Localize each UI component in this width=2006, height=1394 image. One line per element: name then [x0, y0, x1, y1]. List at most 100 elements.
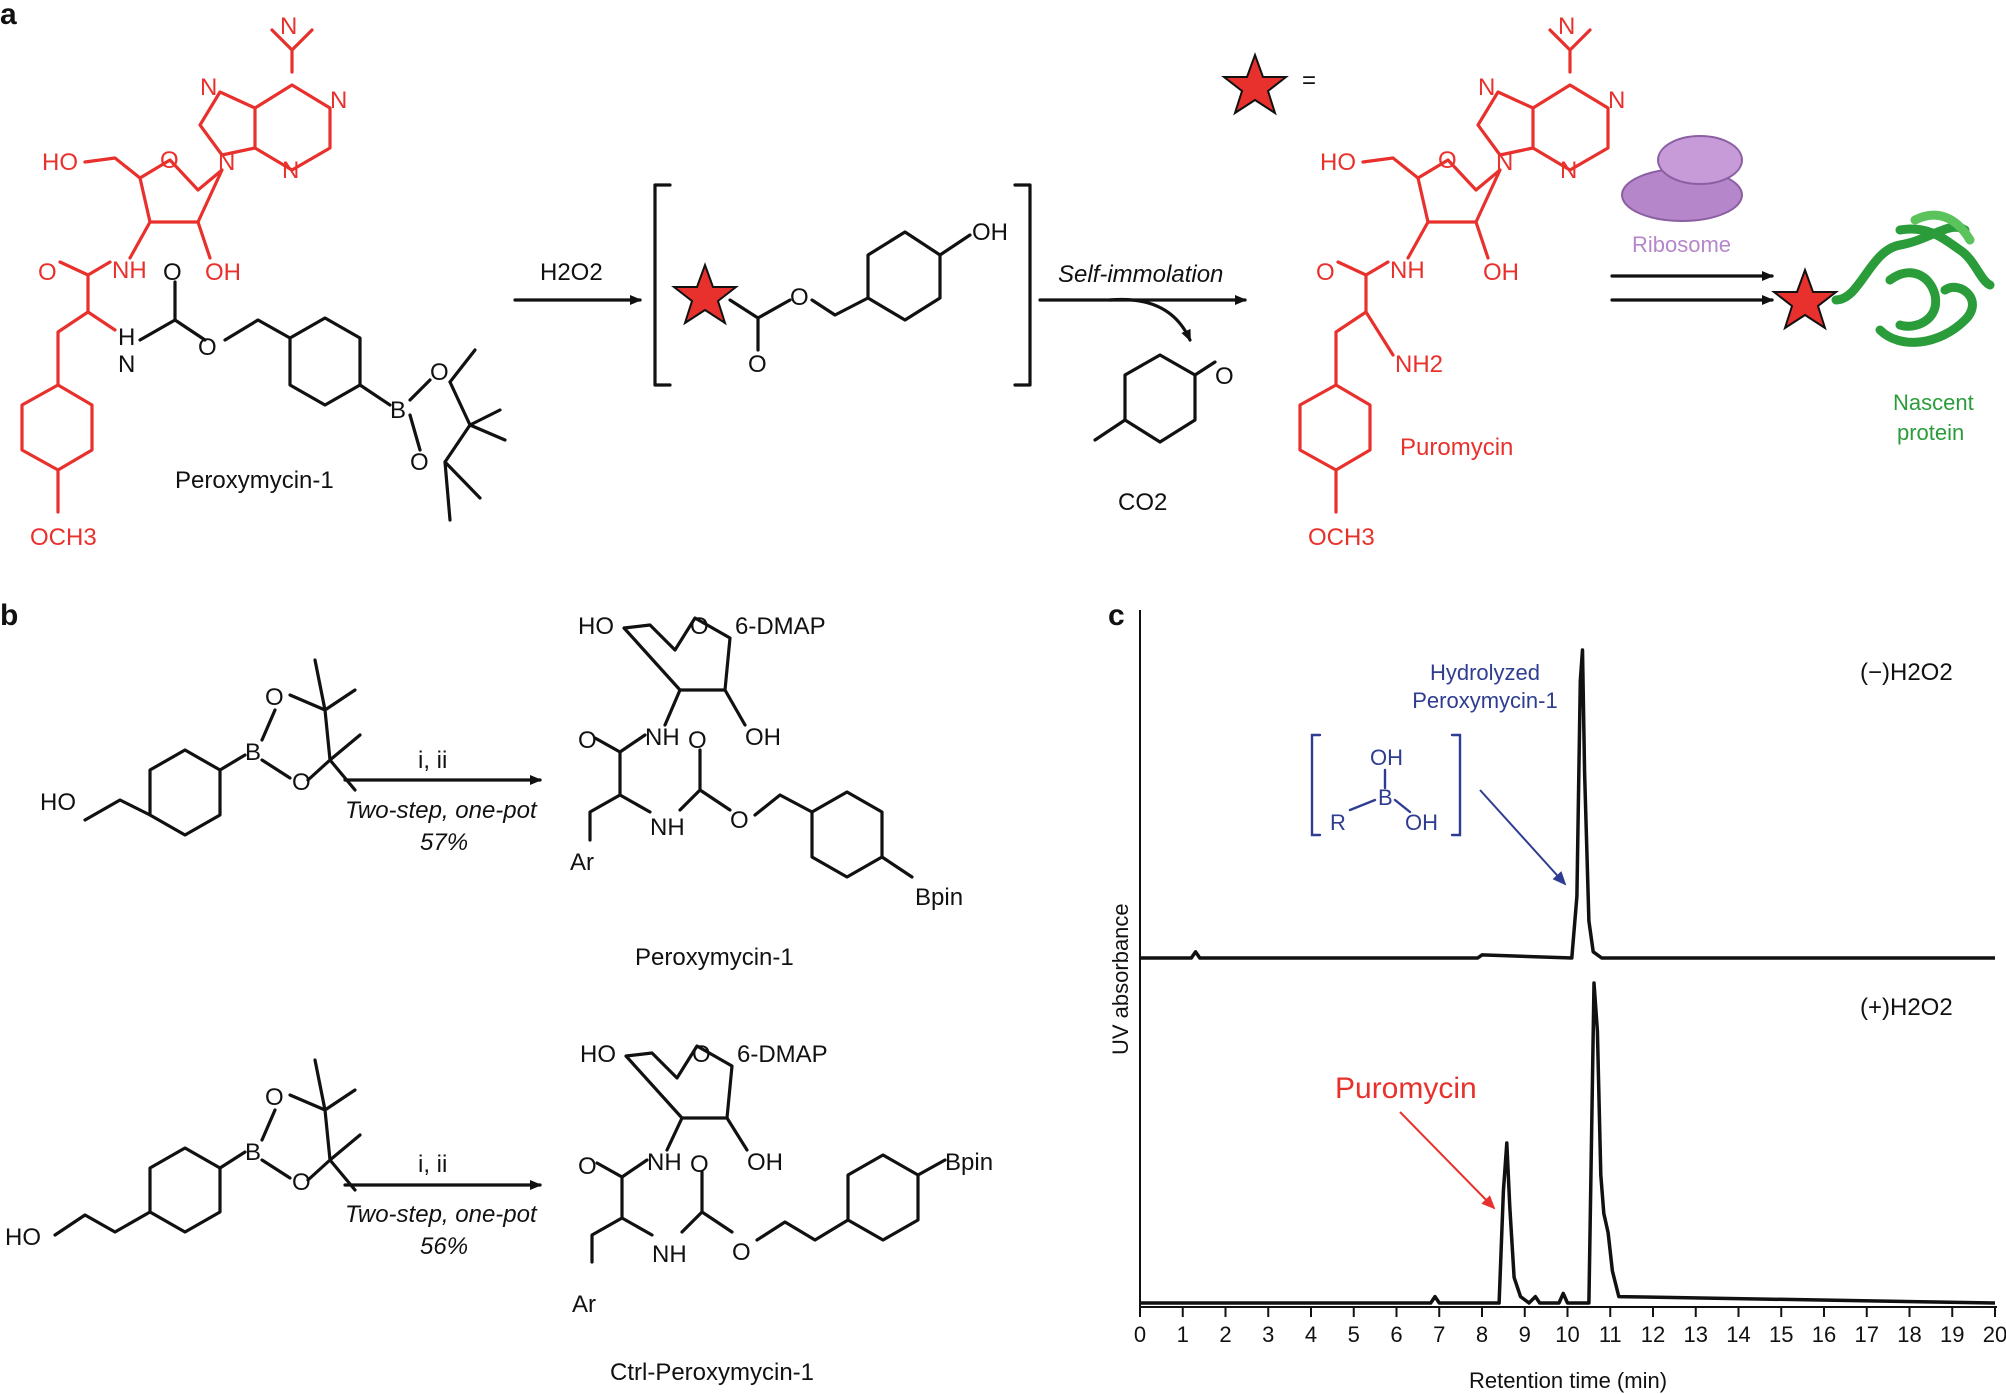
- atom-oh: OH: [205, 259, 241, 286]
- atom-ho-r1: HO: [40, 789, 76, 816]
- atom-nh-p: NH: [1390, 257, 1425, 284]
- x-tick-label: 12: [1641, 1322, 1665, 1347]
- atom-o2-r1: O: [292, 769, 311, 796]
- atom-o-ring: O: [160, 147, 179, 174]
- panel-label-a: a: [0, 0, 17, 31]
- group-ar-1: Ar: [570, 849, 594, 876]
- atom-oh-int: OH: [972, 219, 1008, 246]
- atom-nh: NH: [112, 257, 147, 284]
- label-protein: protein: [1897, 420, 1964, 445]
- protein-icon: [1831, 210, 1995, 347]
- atom-o-amide: O: [38, 259, 57, 286]
- atom-oh-top: OH: [1370, 745, 1403, 770]
- label-nascent: Nascent: [1893, 390, 1974, 415]
- atom-o2-r2: O: [292, 1169, 311, 1196]
- atom-b: B: [390, 397, 406, 424]
- x-tick-label: 19: [1940, 1322, 1964, 1347]
- x-tick-label: 3: [1262, 1322, 1274, 1347]
- atom-ho-p: HO: [1320, 149, 1356, 176]
- x-tick-label: 0: [1134, 1322, 1146, 1347]
- reaction2-starting-material: HO B O O: [5, 1058, 362, 1251]
- atom-o-ester: O: [198, 334, 217, 361]
- chart-x-axis-label: Retention time (min): [1469, 1368, 1667, 1393]
- atom-b-r2: B: [245, 1139, 261, 1166]
- x-tick-label: 20: [1983, 1322, 2006, 1347]
- ribosome-icon: [1621, 135, 1743, 222]
- star-product-icon: [1771, 267, 1839, 331]
- group-bpin-1: Bpin: [915, 884, 963, 911]
- series-label-plus-h2o2: (+)H2O2: [1860, 994, 1953, 1021]
- x-tick-label: 9: [1519, 1322, 1531, 1347]
- x-tick-label: 11: [1599, 1322, 1622, 1347]
- atom-n-dimethyl-p: N: [1558, 13, 1575, 40]
- reaction2-conditions: Two-step, one-pot: [345, 1201, 538, 1228]
- x-tick-label: 1: [1177, 1322, 1189, 1347]
- reagent-h2o2: H2O2: [540, 259, 603, 286]
- atom-o-pin1: O: [430, 359, 449, 386]
- annotation-hydrolyzed: Hydrolyzed: [1430, 660, 1540, 685]
- x-tick-label: 14: [1726, 1322, 1750, 1347]
- label-product2: Ctrl-Peroxymycin-1: [610, 1359, 814, 1386]
- atom-oh-p1: OH: [745, 724, 781, 751]
- annotation-puromycin: Puromycin: [1335, 1072, 1477, 1105]
- atom-ho-p2: HO: [580, 1041, 616, 1068]
- atom-o-ring-p: O: [1438, 147, 1457, 174]
- group-6-dmap-1: 6-DMAP: [735, 613, 826, 640]
- peroxymycin-1-structure: N N N N N O HO OH NH O H N OCH3 O O: [20, 13, 507, 551]
- label-puromycin: Puromycin: [1400, 434, 1513, 461]
- atom-ho-p1: HO: [578, 613, 614, 640]
- atom-o-carb-p2: O: [690, 1151, 709, 1178]
- atom-n-carbamate: N: [118, 351, 135, 378]
- atom-n1: N: [330, 87, 347, 114]
- atom-nh-carb-p2: NH: [652, 1241, 687, 1268]
- atom-b-blue: B: [1378, 785, 1393, 810]
- atom-n3: N: [282, 157, 299, 184]
- group-ar-2: Ar: [572, 1291, 596, 1318]
- puromycin-structure: N N N N N O HO OH NH O NH2 OCH3 Puromyci…: [1298, 13, 1625, 551]
- atom-o-ring-p1: O: [690, 613, 709, 640]
- atom-o-int2: O: [790, 284, 809, 311]
- atom-n7-p: N: [1478, 74, 1495, 101]
- atom-o1-r1: O: [265, 684, 284, 711]
- reaction1-conditions: Two-step, one-pot: [345, 797, 538, 824]
- group-6-dmap-2: 6-DMAP: [737, 1041, 828, 1068]
- atom-o-p2: O: [578, 1153, 597, 1180]
- atom-o-pin2: O: [410, 449, 429, 476]
- atom-o-est-p2: O: [732, 1239, 751, 1266]
- x-tick-label: 8: [1476, 1322, 1488, 1347]
- x-tick-label: 13: [1684, 1322, 1708, 1347]
- annotation-peroxymycin: Peroxymycin-1: [1412, 688, 1557, 713]
- chromatogram-trace-plus-h2o2: [1140, 981, 1996, 1305]
- atom-n3-p: N: [1560, 157, 1577, 184]
- x-tick-label: 2: [1219, 1322, 1231, 1347]
- reaction1-reagents: i, ii: [418, 747, 447, 774]
- series-label-minus-h2o2: (−)H2O2: [1860, 659, 1953, 686]
- reaction1-yield: 57%: [420, 829, 468, 856]
- label-co2: CO2: [1118, 489, 1167, 516]
- x-tick-label: 15: [1769, 1322, 1793, 1347]
- atom-oh-p2: OH: [747, 1149, 783, 1176]
- chart-y-axis-label: UV absorbance: [1108, 903, 1133, 1055]
- reaction2-product: HO O 6-DMAP OH NH O Ar NH O O Bpin: [572, 1041, 993, 1318]
- chart-traces: [1140, 648, 1996, 1305]
- atom-n7: N: [200, 74, 217, 101]
- x-tick-label: 16: [1812, 1322, 1836, 1347]
- quinone-methide-structure: O: [1093, 353, 1234, 444]
- atom-o-ring-p2: O: [692, 1041, 711, 1068]
- atom-och3-p: OCH3: [1308, 524, 1375, 551]
- x-tick-label: 4: [1305, 1322, 1317, 1347]
- atom-o-carb-p1: O: [688, 727, 707, 754]
- atom-o-qm: O: [1215, 363, 1234, 390]
- atom-o1-r2: O: [265, 1084, 284, 1111]
- x-tick-label: 6: [1390, 1322, 1402, 1347]
- panel-label-c: c: [1108, 599, 1125, 632]
- x-tick-label: 7: [1433, 1322, 1445, 1347]
- intermediate-structure: O O OH: [653, 183, 1032, 387]
- arrow-blue: [1479, 789, 1567, 886]
- atom-ho-r2: HO: [5, 1224, 41, 1251]
- reaction1-product: HO O 6-DMAP OH NH O Ar NH O O Bpin: [570, 613, 963, 911]
- label-peroxymycin-1: Peroxymycin-1: [175, 467, 334, 494]
- panel-label-b: b: [0, 599, 18, 632]
